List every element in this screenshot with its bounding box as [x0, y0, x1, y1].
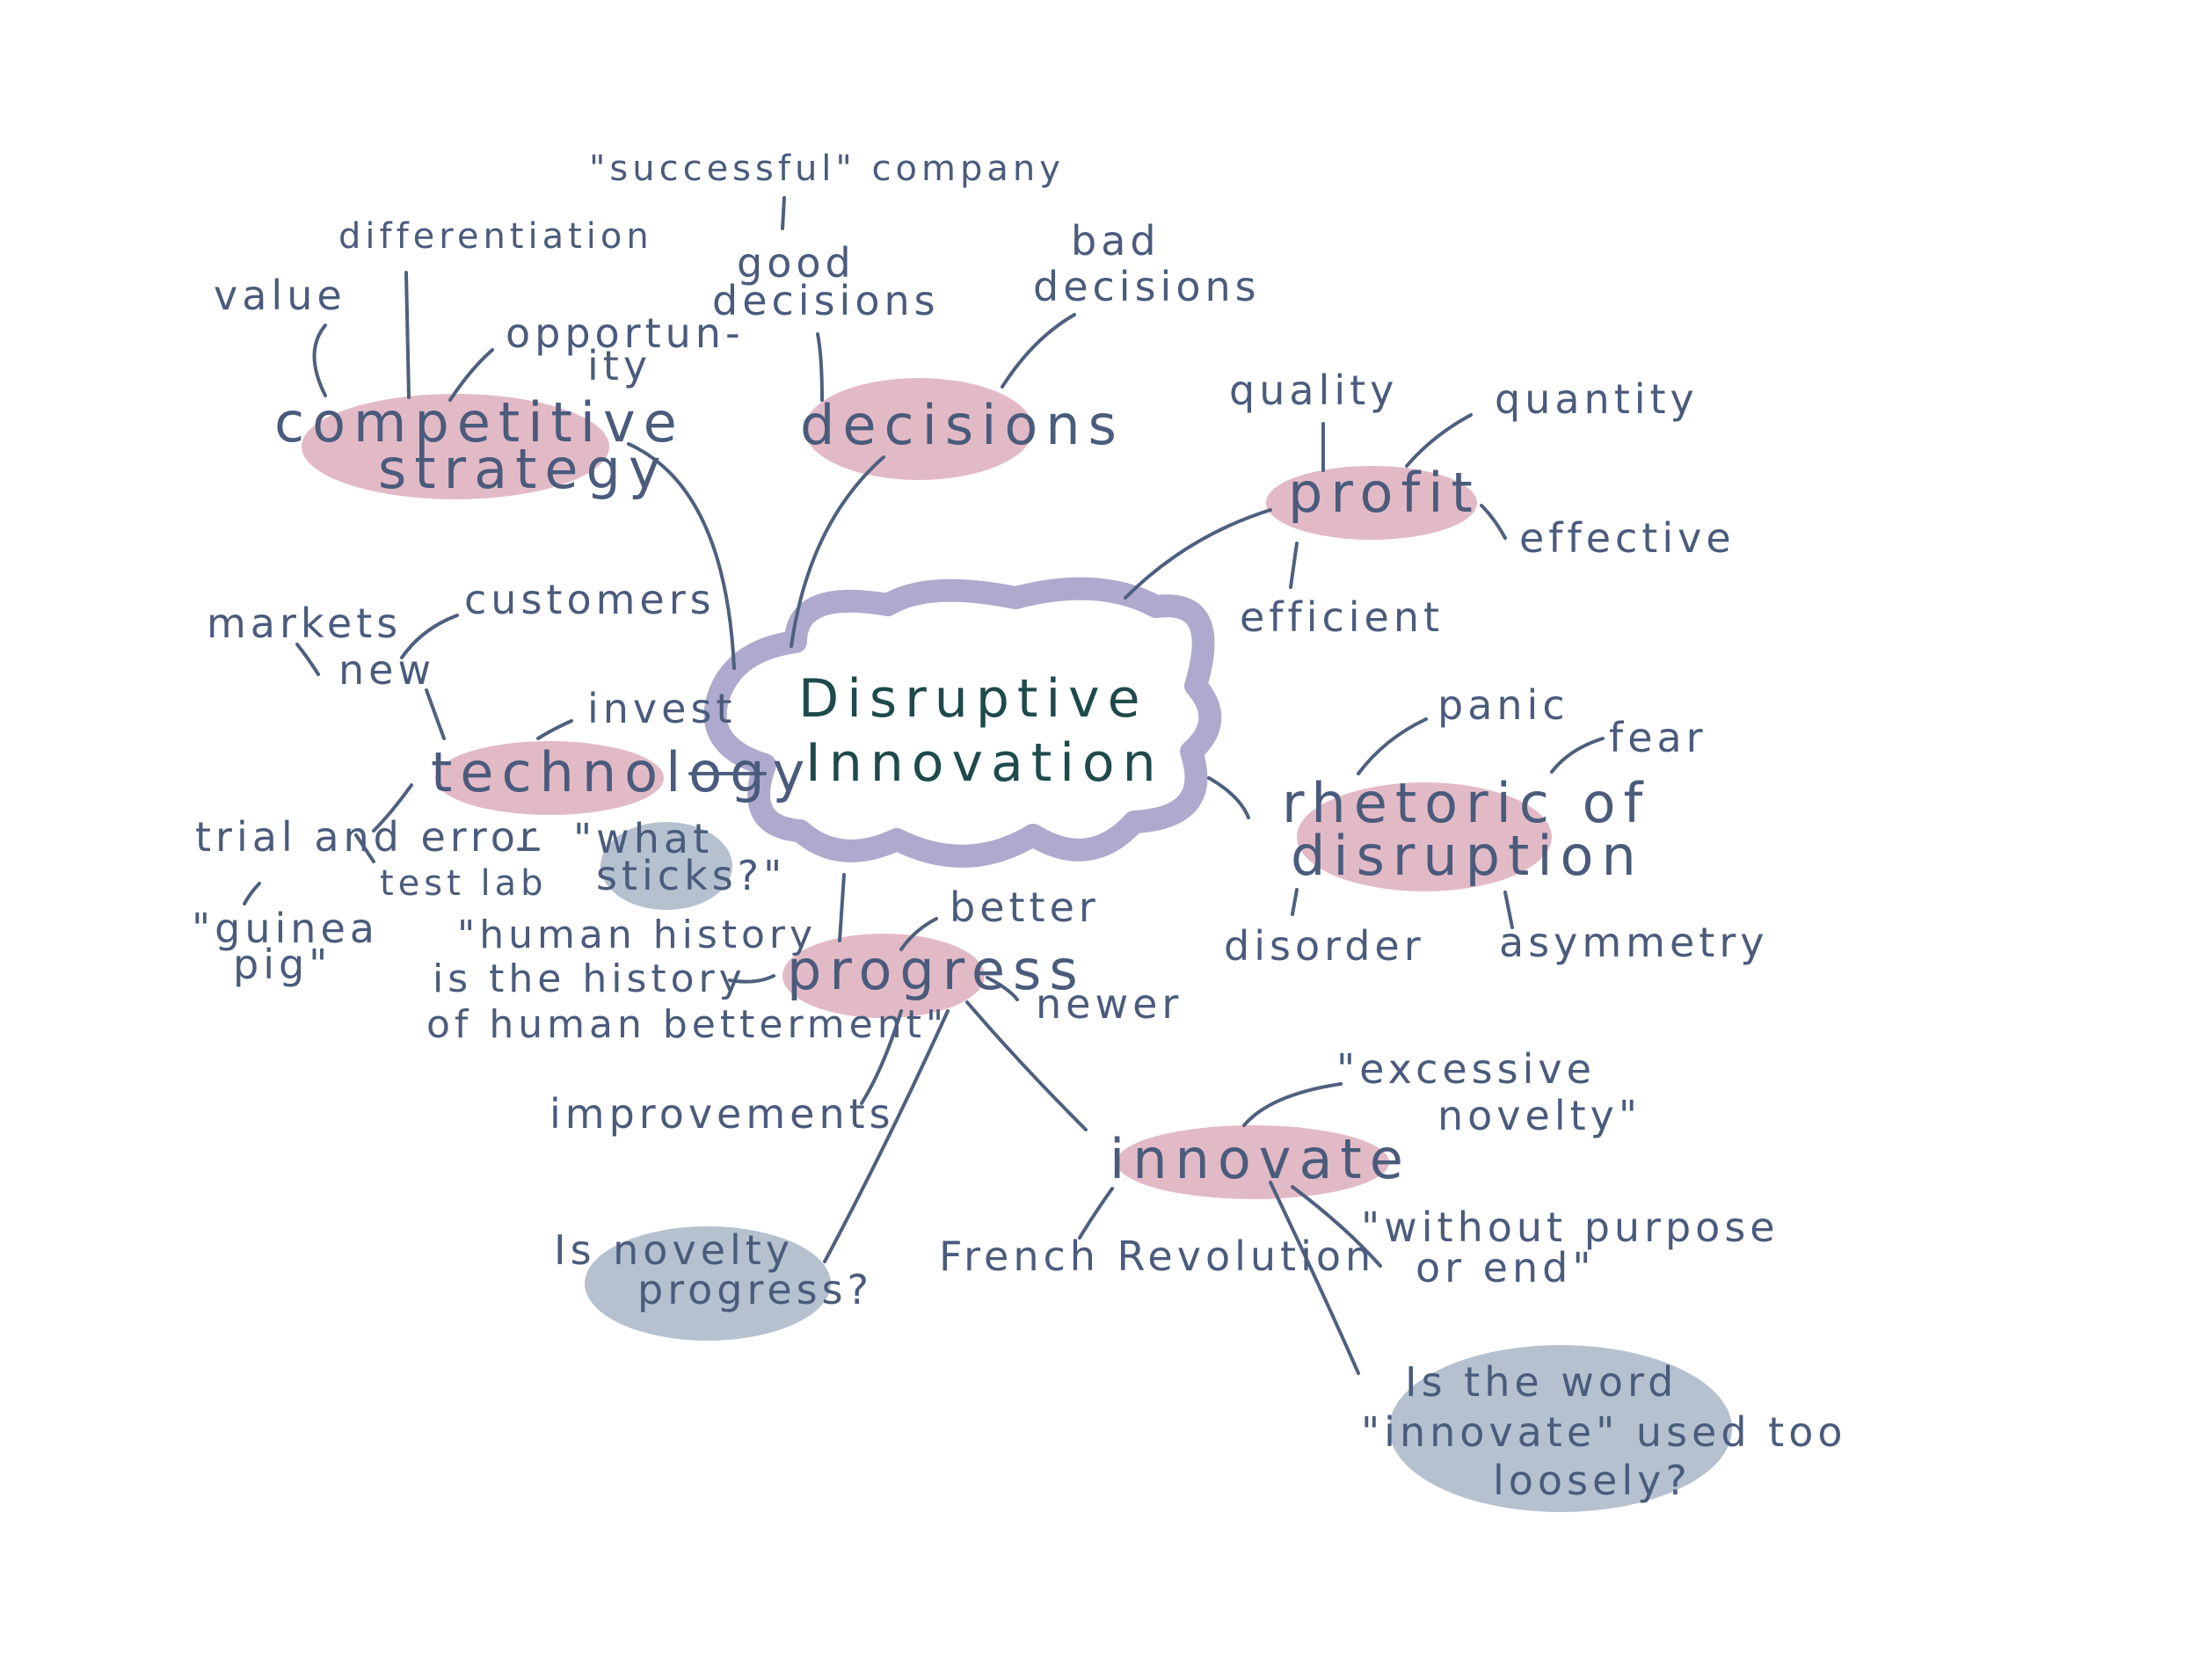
differentiation-label: differentiation	[338, 216, 653, 257]
test-lab-label: test lab	[380, 863, 548, 904]
competitive-strategy-label-line2: strategy	[378, 437, 669, 501]
rhetoric-label-line1: rhetoric of	[1282, 771, 1650, 835]
successful-company-label: "successful" company	[589, 149, 1065, 189]
quantity-label: quantity	[1495, 375, 1699, 423]
decisions-label: decisions	[800, 393, 1124, 457]
improvements-label: improvements	[550, 1090, 895, 1138]
what-sticks-label-line1: "what	[573, 815, 713, 862]
good-decisions-label-line2: decisions	[712, 277, 940, 324]
quality-label: quality	[1229, 367, 1398, 414]
innovate-highlight	[1117, 1125, 1389, 1199]
opportunity-label-line1: opportun-	[506, 309, 745, 357]
history-quote-line3: of human betterment"	[426, 1002, 948, 1047]
novelty-question-line2: progress?	[637, 1266, 873, 1313]
history-quote-line2: is the history	[433, 956, 746, 1001]
highlight-blobs	[302, 378, 1732, 1512]
rhetoric-label-line2: disruption	[1291, 824, 1644, 888]
competitive-strategy-highlight	[302, 394, 609, 499]
history-quote-line1: "human history	[457, 913, 817, 957]
panic-label: panic	[1437, 681, 1569, 729]
technology-label: technology	[431, 740, 812, 804]
excessive-novelty-line2: novelty"	[1437, 1092, 1641, 1139]
effective-label: effective	[1519, 514, 1736, 562]
without-purpose-line2: or end"	[1416, 1244, 1596, 1291]
innovate-label: innovate	[1110, 1127, 1411, 1191]
innovate-question-line3: loosely?	[1493, 1457, 1692, 1504]
guinea-pig-label-line2: pig"	[233, 941, 331, 988]
good-decisions-label-line1: good	[737, 239, 855, 287]
competitive-strategy-label-line1: competitive	[274, 390, 685, 455]
innovate-question-line1: Is the word	[1405, 1358, 1678, 1406]
fear-label: fear	[1609, 714, 1707, 761]
technology-highlight	[435, 741, 664, 815]
newer-label: newer	[1036, 980, 1183, 1028]
what-sticks-blob	[600, 822, 732, 910]
value-label: value	[214, 272, 346, 319]
bad-decisions-label-line1: bad	[1071, 217, 1161, 265]
innovate-question-blob	[1389, 1345, 1732, 1512]
markets-label: markets	[207, 600, 402, 647]
without-purpose-line1: "without purpose	[1361, 1204, 1780, 1251]
novelty-question-blob	[585, 1226, 831, 1341]
center-cloud	[703, 577, 1222, 868]
opportunity-label-line2: ity	[587, 342, 651, 389]
center-title-line1: Disruptive	[798, 668, 1148, 730]
profit-label: profit	[1288, 461, 1481, 525]
progress-highlight	[782, 934, 985, 1018]
profit-highlight	[1266, 466, 1477, 540]
trial-and-error-label: trial and error	[195, 813, 541, 861]
efficient-label: efficient	[1240, 593, 1444, 641]
decisions-highlight	[804, 378, 1033, 480]
invest-label: invest	[587, 685, 736, 732]
progress-label: progress	[787, 938, 1086, 1002]
better-label: better	[950, 884, 1100, 931]
customers-label: customers	[464, 576, 716, 623]
what-sticks-label-line2: sticks?"	[596, 852, 786, 899]
disorder-label: disorder	[1224, 922, 1425, 970]
french-revolution-label: French Revolution	[939, 1233, 1375, 1280]
connector-lines	[243, 196, 1605, 1375]
center-title-line2: Innovation	[805, 732, 1164, 794]
new-label: new	[338, 646, 435, 694]
novelty-question-line1: Is novelty	[554, 1226, 794, 1274]
asymmetry-label: asymmetry	[1499, 919, 1768, 966]
bad-decisions-label-line2: decisions	[1033, 263, 1261, 310]
guinea-pig-label-line1: "guinea	[192, 905, 379, 952]
excessive-novelty-line1: "excessive	[1336, 1045, 1596, 1093]
rhetoric-highlight	[1297, 782, 1552, 891]
innovate-question-line2: "innovate" used too	[1361, 1408, 1846, 1456]
